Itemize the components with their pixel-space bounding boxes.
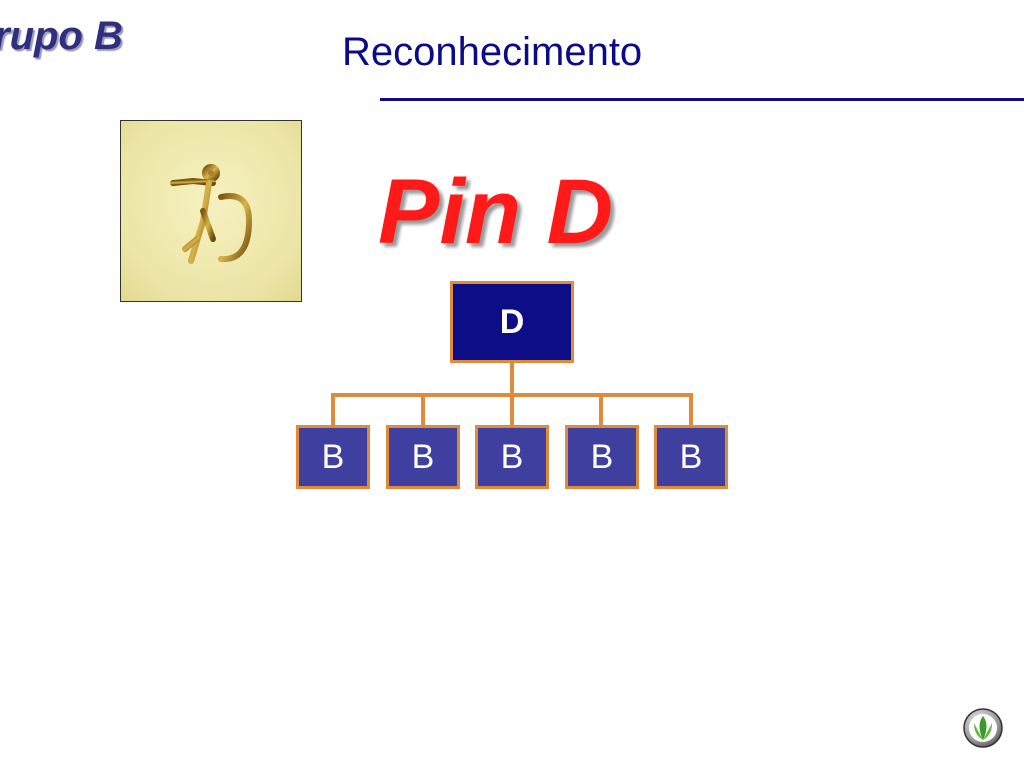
org-child-node: B [565, 425, 639, 489]
slide-title: Reconhecimento [342, 30, 643, 74]
title-divider [380, 98, 1024, 101]
pin-name: Pin D [378, 161, 614, 263]
pin-image [120, 120, 302, 302]
org-root-node: D [450, 281, 574, 363]
connector-drop [331, 393, 335, 425]
connector-drop [599, 393, 603, 425]
group-label: rupo B [0, 14, 123, 58]
org-child-node: B [386, 425, 460, 489]
connector-drop [689, 393, 693, 425]
connector-root-stem [510, 363, 514, 395]
pin-glyph-icon [170, 164, 252, 264]
org-child-node: B [475, 425, 549, 489]
connector-drop [421, 393, 425, 425]
connector-drop [510, 393, 514, 425]
org-child-node: B [654, 425, 728, 489]
leaf-logo-icon [962, 707, 1004, 749]
org-child-node: B [296, 425, 370, 489]
